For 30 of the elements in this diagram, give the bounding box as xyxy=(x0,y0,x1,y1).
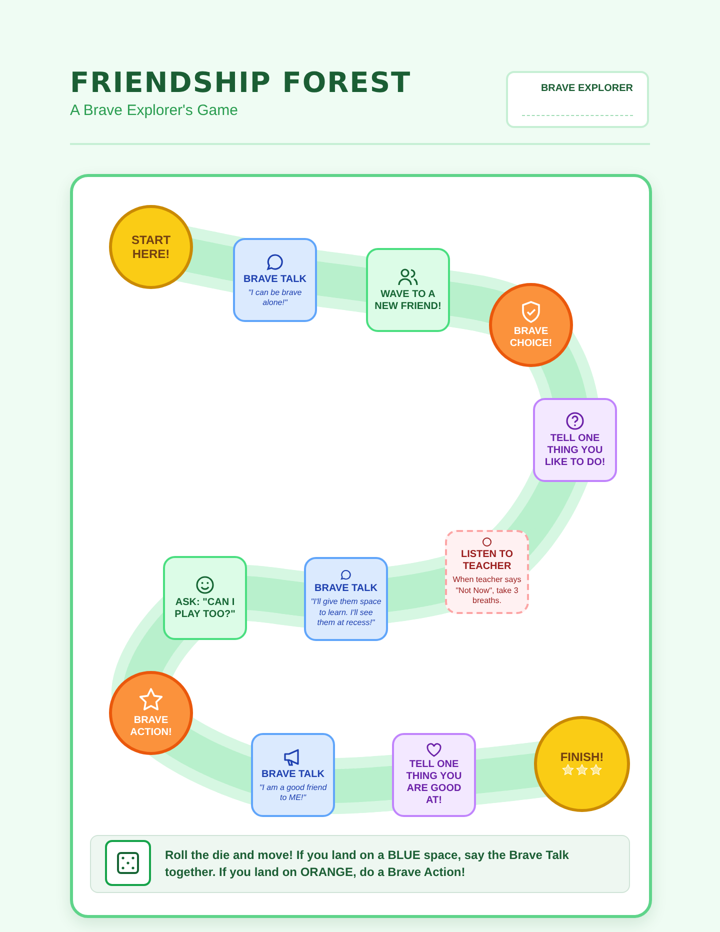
space-title: FINISH! xyxy=(560,750,604,764)
space-title: BRAVE TALK xyxy=(262,768,324,781)
space-title: BRAVE EXPLORER xyxy=(540,83,633,95)
space-note: When teacher says "Not Now", take 3 breaths. xyxy=(452,575,522,607)
space-title: BRAVE CHOICE! xyxy=(508,326,554,350)
space-note: "I can be brave alone!" xyxy=(247,288,303,308)
space-note: "I am a good friend to ME!" xyxy=(258,782,328,804)
instruction-text: Roll the die and move! If you land on a BLUE space, say the Brave Talk together. If you land on ORANGE, do a Brave Action! xyxy=(165,847,570,881)
space-card xyxy=(392,733,476,817)
space-title: BRAVE ACTION! xyxy=(129,715,173,739)
space-title: LISTEN TO TEACHER xyxy=(460,549,514,574)
space-title: START HERE! xyxy=(130,232,172,262)
space-title: BRAVE TALK xyxy=(314,583,378,596)
space-card xyxy=(533,398,617,482)
space-title: ASK: "CAN I PLAY TOO?" xyxy=(174,597,236,621)
space-title: WAVE TO A NEW FRIEND! xyxy=(374,289,442,313)
space-title: BRAVE TALK xyxy=(244,274,306,286)
subtitle: A Brave Explorer's Game xyxy=(70,102,238,119)
title: FRIENDSHIP FOREST xyxy=(70,66,412,99)
space-title: TELL ONE THING YOU ARE GOOD AT! xyxy=(405,759,463,807)
name-card xyxy=(506,71,649,128)
space-card xyxy=(163,556,247,640)
space-card xyxy=(366,248,450,332)
space-card xyxy=(233,238,317,322)
space-title: TELL ONE THING YOU LIKE TO DO! xyxy=(544,433,606,469)
space-note: "I'll give them space to learn. I'll see them at recess!" xyxy=(310,597,382,629)
space-card xyxy=(251,733,335,817)
instruction-bar xyxy=(90,835,630,893)
space-card xyxy=(304,557,388,641)
space-card xyxy=(445,530,529,614)
